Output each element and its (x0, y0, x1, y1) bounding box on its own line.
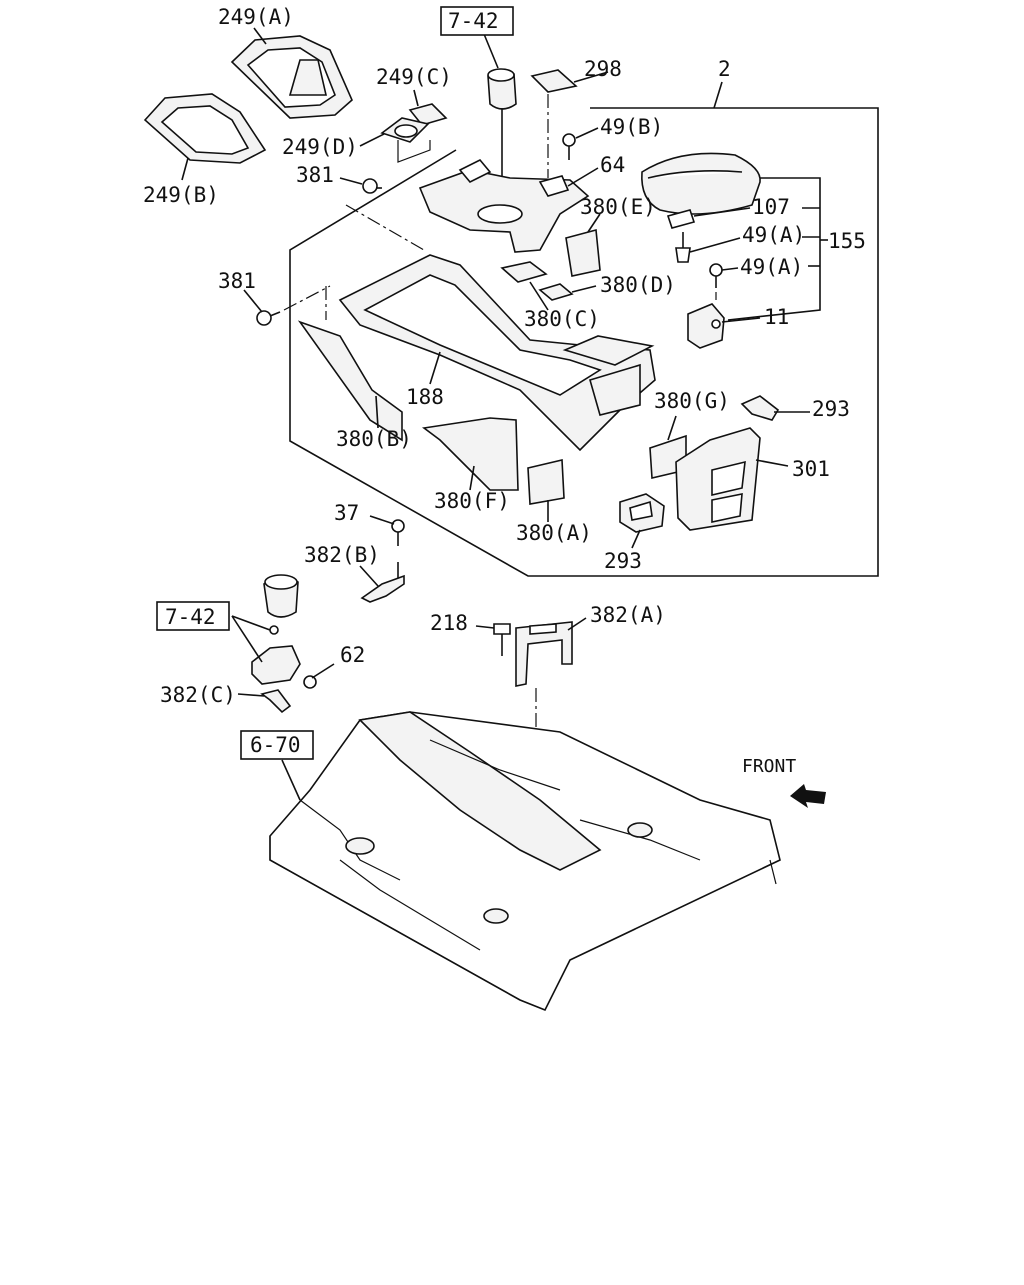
shift-boot-lower (251, 625, 301, 685)
label-293-upper: 293 (812, 397, 850, 421)
cup-ring-249d (380, 117, 430, 143)
pad-380a (527, 459, 565, 505)
label-670: 6-70 (250, 733, 301, 757)
side-panel-380b (297, 320, 403, 442)
bracket-382b (360, 562, 405, 603)
rear-panel-301 (675, 427, 761, 531)
label-2: 2 (718, 57, 731, 81)
label-298: 298 (584, 57, 622, 81)
label-301: 301 (792, 457, 830, 481)
console-body-188 (338, 254, 656, 452)
label-249b: 249(B) (143, 183, 219, 207)
shift-knob-lower (263, 574, 299, 618)
label-380g: 380(G) (654, 389, 730, 413)
label-381-left: 381 (218, 269, 256, 293)
label-380d: 380(D) (600, 273, 676, 297)
label-49a-2: 49(A) (740, 255, 803, 279)
assembly-frame (289, 107, 879, 577)
shift-cover-249a (230, 35, 353, 119)
shift-knob-top (487, 68, 517, 110)
bolt-218 (493, 623, 511, 656)
front-arrow (790, 784, 826, 808)
label-382c: 382(C) (160, 683, 236, 707)
label-11: 11 (764, 305, 789, 329)
hinge-107 (666, 209, 696, 229)
leader-lines (181, 27, 810, 697)
side-panel-380f (421, 417, 519, 491)
label-49a-1: 49(A) (742, 223, 805, 247)
screw-49b (562, 133, 576, 160)
latch-11 (687, 303, 725, 349)
bracket-382a (515, 621, 573, 687)
label-49b: 49(B) (600, 115, 663, 139)
pad-249c (408, 103, 448, 126)
label-155: 155 (828, 229, 866, 253)
screw-49a-1 (675, 232, 691, 263)
label-380b: 380(B) (336, 427, 412, 451)
label-249d: 249(D) (282, 135, 358, 159)
ref-box-670 (240, 730, 314, 760)
label-380c: 380(C) (524, 307, 600, 331)
clip-381-left (256, 310, 281, 326)
front-console-upper (418, 159, 590, 253)
clip-381-upper (362, 178, 382, 194)
shift-cover-249b (143, 93, 267, 164)
label-249c: 249(C) (376, 65, 452, 89)
ref-box-742-bottom (156, 601, 230, 631)
label-188: 188 (406, 385, 444, 409)
label-382a: 382(A) (590, 603, 666, 627)
label-742-top: 7-42 (448, 9, 499, 33)
floor-panel (269, 711, 781, 1012)
ref-box-742-top (440, 6, 514, 36)
pad-298 (530, 69, 578, 93)
bolt-37 (391, 519, 405, 546)
label-front: FRONT (742, 756, 796, 777)
bolt-62 (303, 675, 317, 689)
label-64: 64 (600, 153, 625, 177)
pad-380c (500, 261, 548, 283)
pad-380d (538, 283, 574, 301)
label-293-lower: 293 (604, 549, 642, 573)
label-381-upper: 381 (296, 163, 334, 187)
pocket-380e (565, 228, 601, 277)
clip-293-upper (740, 395, 780, 421)
bracket-382c (260, 689, 292, 714)
armrest-107 (641, 152, 761, 215)
label-380a: 380(A) (516, 521, 592, 545)
label-62: 62 (340, 643, 365, 667)
label-380e: 380(E) (580, 195, 656, 219)
label-380f: 380(F) (434, 489, 510, 513)
screw-49a-2 (709, 263, 723, 288)
label-382b: 382(B) (304, 543, 380, 567)
label-742-bottom: 7-42 (165, 605, 216, 629)
clip-293-lower (619, 493, 665, 533)
label-218: 218 (430, 611, 468, 635)
label-37: 37 (334, 501, 359, 525)
label-107: 107 (752, 195, 790, 219)
label-249a: 249(A) (218, 5, 294, 29)
